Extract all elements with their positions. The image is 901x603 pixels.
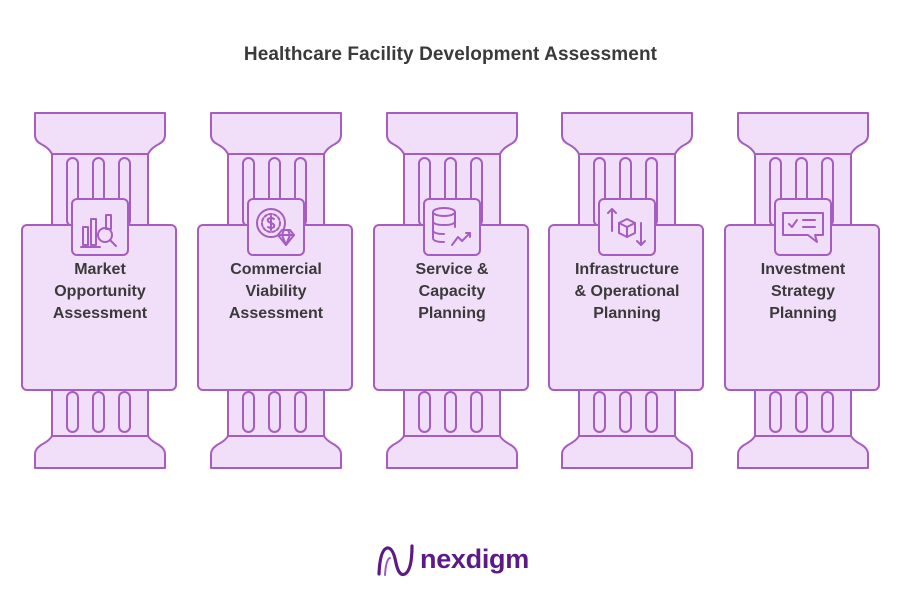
box-arrows-icon (607, 208, 646, 246)
database-chart-icon (432, 207, 471, 246)
brand-name: nexdigm (420, 544, 529, 574)
nexdigm-logo-icon (377, 544, 414, 577)
pillar-service-capacity: Service & Capacity Planning (373, 112, 533, 472)
pillar-label: Commercial Viability Assessment (228, 261, 324, 322)
diagram-title: Healthcare Facility Development Assessme… (243, 44, 658, 65)
pillar-infrastructure-operational: Infrastructure & Operational Planning (548, 112, 708, 472)
market-analysis-icon (80, 214, 117, 248)
pillar-market-opportunity: Market Opportunity Assessment (21, 112, 181, 472)
pillar-label: Market Opportunity Assessment (52, 261, 148, 322)
pillar-label: Service & Capacity Planning (415, 261, 489, 322)
dollar-diamond-icon (256, 208, 295, 246)
pillar-label: Investment Strategy Planning (760, 261, 846, 322)
brand-logo: nexdigm (376, 541, 536, 581)
pillar-shape (21, 112, 177, 469)
pillar-commercial-viability: Commercial Viability Assessment (197, 112, 357, 472)
pillar-label: Infrastructure & Operational Planning (574, 261, 680, 322)
pillar-investment-strategy: Investment Strategy Planning (724, 112, 884, 472)
checklist-icon (782, 212, 824, 243)
pillar-shape (548, 112, 704, 469)
